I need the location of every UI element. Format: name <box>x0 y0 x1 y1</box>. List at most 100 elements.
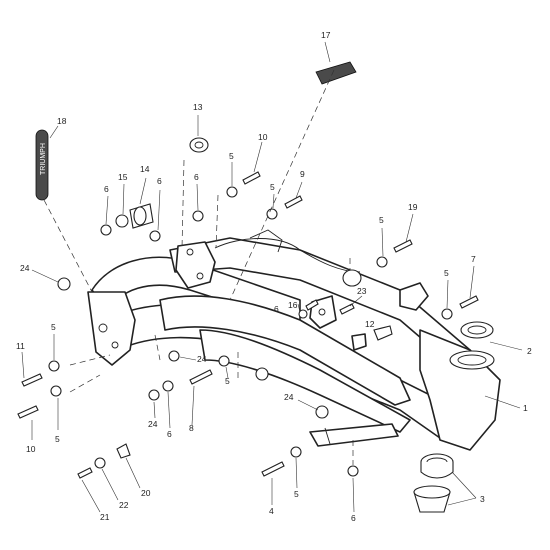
nut-6 <box>298 309 308 319</box>
callout-11: 11 <box>16 341 25 351</box>
washer-5 <box>290 446 302 458</box>
frame-assembly <box>87 229 501 451</box>
frame-rear-bracket <box>87 291 136 366</box>
callout-5: 5 <box>379 215 384 225</box>
washer-24 <box>57 277 71 291</box>
callout-5: 5 <box>225 376 230 386</box>
bush-13 <box>189 137 209 153</box>
bolt-16 <box>305 299 319 311</box>
headstock-top-ring-inner <box>457 354 487 366</box>
washer-5 <box>50 385 62 397</box>
callout-4: 4 <box>269 506 274 516</box>
washer-24 <box>168 350 180 362</box>
nut-6 <box>149 230 161 242</box>
bearing-taper-3-top <box>413 485 451 499</box>
frame-top-loop-2 <box>249 229 283 253</box>
callout-24: 24 <box>148 419 158 429</box>
washer-24 <box>148 389 160 401</box>
bolt-10-top <box>242 171 261 185</box>
frame-lower-bar <box>309 423 399 447</box>
washer-15 <box>115 214 129 228</box>
callout-6: 6 <box>351 513 356 523</box>
callout-9: 9 <box>300 169 305 179</box>
cross-bracket-hole <box>196 272 204 280</box>
callout-24: 24 <box>20 263 30 273</box>
mid-bracket-hole <box>318 308 326 316</box>
spacer-14-end <box>133 206 147 226</box>
washer-24 <box>255 367 269 381</box>
hardware: TRIUMPH <box>17 61 494 513</box>
bearing-race-3-side <box>420 462 454 479</box>
callout-24: 24 <box>284 392 294 402</box>
callout-6: 6 <box>274 304 279 314</box>
bush-13-hole <box>194 141 204 149</box>
clip-20 <box>116 443 131 459</box>
callout-19: 19 <box>408 202 418 212</box>
grip-pad-17 <box>315 61 357 85</box>
badge-text: TRIUMPH <box>40 143 47 175</box>
callout-5: 5 <box>270 182 275 192</box>
callout-16: 16 <box>288 300 298 310</box>
callout-6: 6 <box>167 429 172 439</box>
seal-2 <box>460 321 494 339</box>
nut-6 <box>347 465 359 477</box>
washer-5 <box>48 360 60 372</box>
callout-8: 8 <box>189 423 194 433</box>
callout-6: 6 <box>157 176 162 186</box>
callout-5: 5 <box>294 489 299 499</box>
bolt-19 <box>393 239 413 253</box>
washer-24 <box>315 405 329 419</box>
bolt-7 <box>459 295 479 309</box>
bolt-11 <box>21 373 43 387</box>
bolt-4 <box>261 461 285 477</box>
callout-5: 5 <box>55 434 60 444</box>
callout-20: 20 <box>141 488 151 498</box>
frame-top-loop <box>214 238 361 273</box>
callout-15: 15 <box>118 172 128 182</box>
frame-boss <box>342 269 362 287</box>
bolt-10-left <box>17 405 39 419</box>
callout-6: 6 <box>104 184 109 194</box>
frame-mid-tube-b <box>199 329 411 433</box>
frame-cross-bracket <box>175 241 216 289</box>
washer-5 <box>376 256 388 268</box>
callout-23: 23 <box>357 286 367 296</box>
callout-10: 10 <box>258 132 268 142</box>
bolt-9 <box>284 195 303 209</box>
callout-13: 13 <box>193 102 203 112</box>
bolt-8 <box>189 369 213 385</box>
rear-bracket-hole <box>98 323 108 333</box>
headstock-top-ring <box>449 350 495 370</box>
callout-6: 6 <box>194 172 199 182</box>
washer-5 <box>218 355 230 367</box>
callout-labels: 17 1 8 13 10 5 14 15 6 6 6 5 9 19 5 7 5 2… <box>16 30 532 523</box>
screw-21 <box>77 467 93 479</box>
callout-2: 2 <box>527 346 532 356</box>
leader-lines <box>21 41 523 513</box>
callout-12: 12 <box>365 319 375 329</box>
rear-bracket-hole <box>111 341 119 349</box>
seal-2-inner <box>467 325 487 335</box>
callout-5: 5 <box>51 322 56 332</box>
part-23-bracket <box>373 325 393 341</box>
callout-24: 24 <box>197 354 207 364</box>
nut-6 <box>192 210 204 222</box>
callout-14: 14 <box>140 164 150 174</box>
callout-17: 17 <box>321 30 331 40</box>
frame-side-lug <box>399 282 429 311</box>
lower-bar-detail <box>324 427 331 445</box>
washer-5 <box>226 186 238 198</box>
washer-5 <box>266 208 278 220</box>
washer-5 <box>441 308 453 320</box>
callout-10: 10 <box>26 444 36 454</box>
nut-6 <box>100 224 112 236</box>
cross-bracket-hole <box>186 248 194 256</box>
screw-12 <box>339 303 355 315</box>
frame-mid-tube-a <box>159 295 411 406</box>
nut-6 <box>162 380 174 392</box>
washer-22 <box>94 457 106 469</box>
frame-clip <box>351 333 367 351</box>
callout-1: 1 <box>523 403 528 413</box>
callout-3: 3 <box>480 494 485 504</box>
callout-7: 7 <box>471 254 476 264</box>
